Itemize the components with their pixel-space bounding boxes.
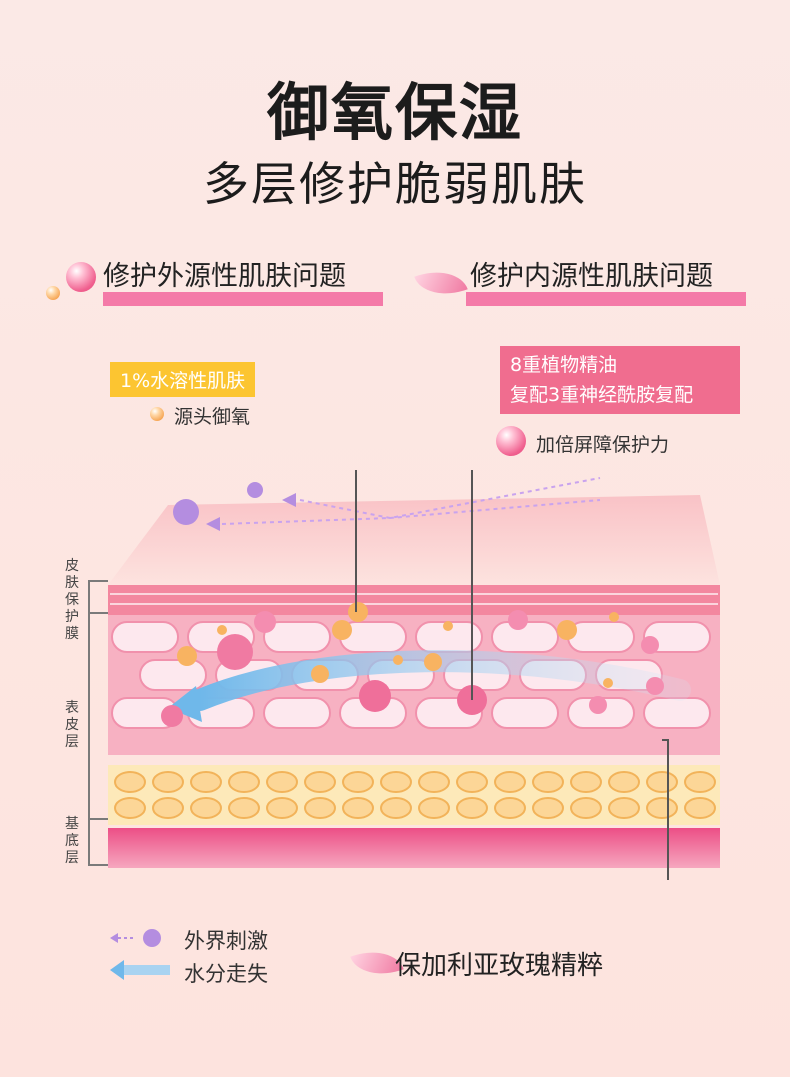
orange-sphere-icon xyxy=(150,407,164,421)
legend-irritation: 外界刺激 xyxy=(184,929,268,953)
legend-water-loss: 水分走失 xyxy=(184,962,268,986)
section-right-bar xyxy=(466,292,746,306)
section-right-title: 修护内源性肌肤问题 xyxy=(470,261,713,292)
virus-icon xyxy=(110,929,161,947)
layer-basal-label: 基底层 xyxy=(65,816,79,866)
rose-extract-label: 保加利亚玫瑰精粹 xyxy=(395,951,604,981)
section-left-title: 修护外源性肌肤问题 xyxy=(103,261,346,292)
skin-surface xyxy=(108,495,720,585)
protective-film-layer xyxy=(108,585,720,615)
layer-epidermis-label: 表皮层 xyxy=(65,700,79,750)
water-arrow-icon xyxy=(110,960,170,980)
plant-oil-line2: 复配3重神经酰胺复配 xyxy=(510,384,694,406)
pink-sphere-icon xyxy=(66,262,96,292)
epidermis-bracket xyxy=(88,614,90,819)
skin-layers-illustration xyxy=(108,470,720,880)
barrier-label: 加倍屏障保护力 xyxy=(536,434,670,456)
plant-oil-line1: 8重植物精油 xyxy=(510,354,618,376)
section-left-bar xyxy=(103,292,383,306)
basal-layer xyxy=(108,828,720,868)
rose-petal-icon xyxy=(414,261,468,305)
virus-icon xyxy=(173,482,263,525)
plant-oil-tag: 8重植物精油 复配3重神经酰胺复配 xyxy=(500,346,740,414)
film-bracket xyxy=(88,580,90,614)
water-soluble-tag: 1%水溶性肌肤 xyxy=(110,362,256,397)
page-title: 御氧保湿 xyxy=(266,76,523,149)
page-subtitle: 多层修护脆弱肌肤 xyxy=(203,157,587,211)
pink-sphere-icon xyxy=(496,426,526,456)
source-oxygen-label: 源头御氧 xyxy=(174,406,251,428)
layer-film-label: 皮肤保护膜 xyxy=(65,558,79,642)
basal-bracket xyxy=(88,820,90,865)
orange-sphere-icon xyxy=(46,286,60,300)
